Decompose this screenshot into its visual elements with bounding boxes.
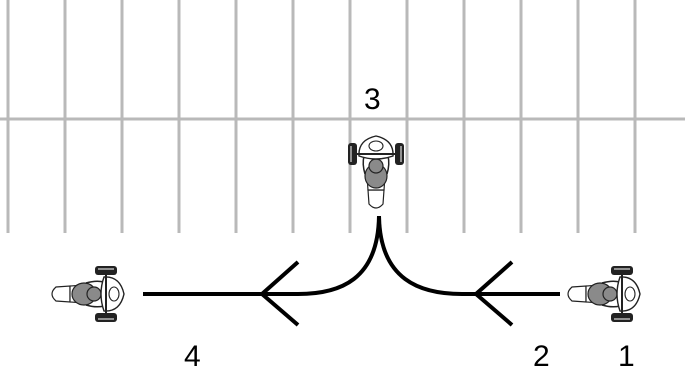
maneuver-paths — [143, 215, 560, 327]
vehicle-position-4-icon — [51, 265, 125, 323]
path-1-to-3 — [377, 215, 560, 296]
arrowhead-icon — [258, 260, 300, 327]
position-label-2: 2 — [533, 340, 550, 373]
vehicle-position-1-icon — [567, 265, 641, 323]
path-3-to-4 — [143, 215, 381, 296]
position-label-4: 4 — [184, 340, 201, 373]
position-label-3: 3 — [364, 83, 381, 116]
arrowhead-icon — [472, 260, 514, 327]
parking-lot-markings — [0, 0, 685, 233]
position-label-1: 1 — [618, 340, 635, 373]
vehicle-position-3-icon — [347, 135, 405, 209]
